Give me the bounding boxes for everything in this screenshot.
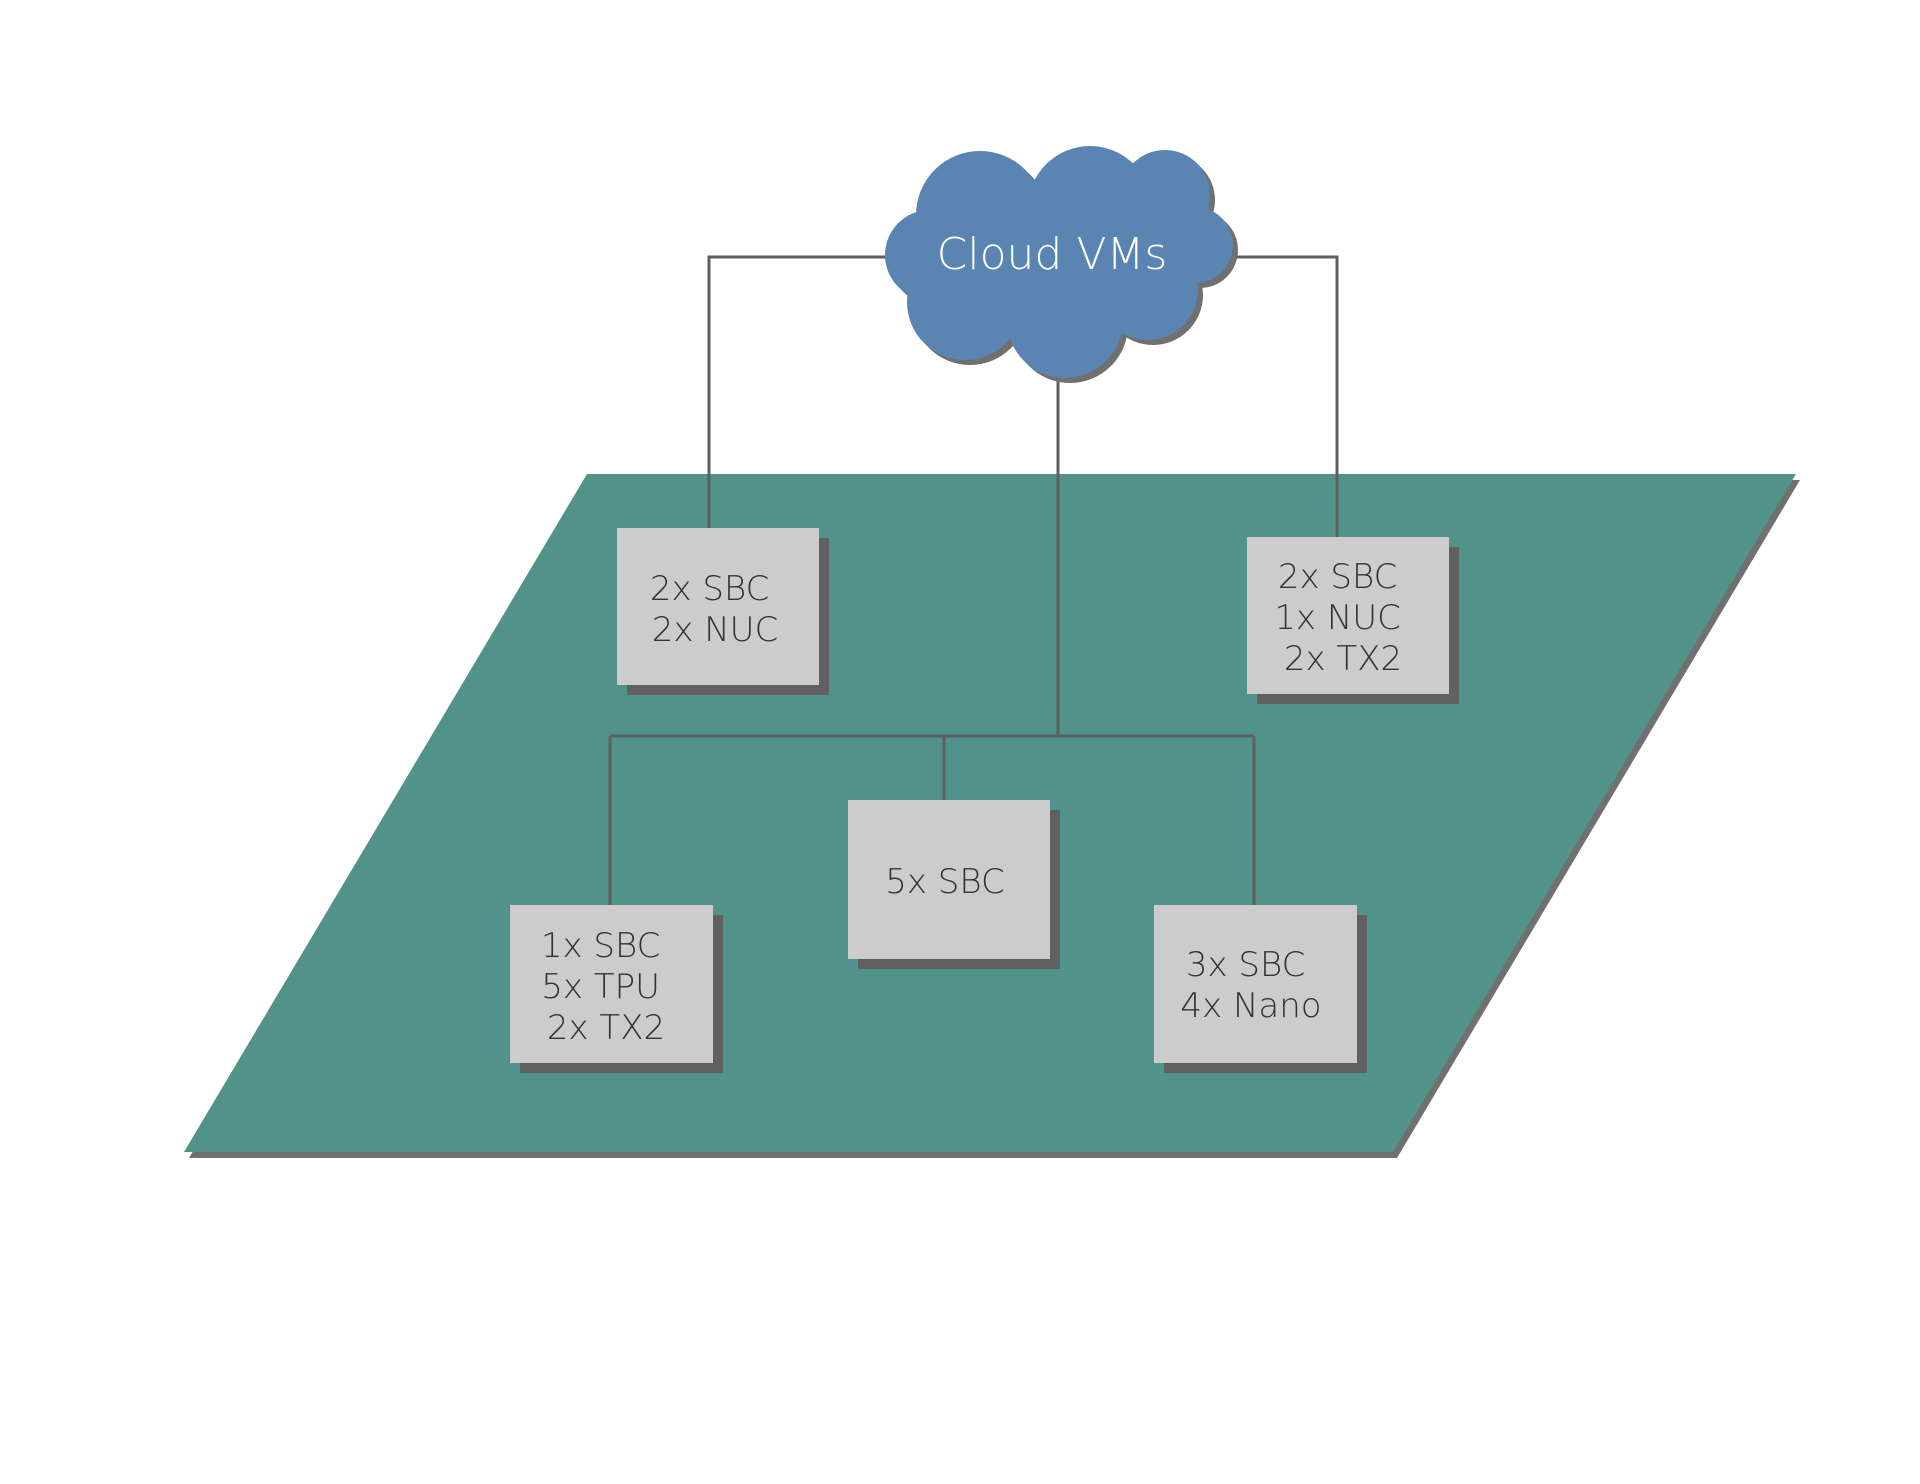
device-node-box — [617, 528, 819, 685]
device-node-box — [510, 905, 713, 1063]
device-node-line: 3x SBC — [1186, 945, 1306, 985]
cloud-label: Cloud VMs — [937, 229, 1168, 280]
device-node-line: 2x SBC — [1278, 557, 1398, 597]
device-node-top-right: 2x SBC 1x NUC 2x TX2 — [1247, 537, 1459, 704]
device-node-box — [1247, 537, 1449, 694]
device-node-bottom-center: 5x SBC — [848, 800, 1060, 969]
device-node-label: 3x SBC 4x Nano — [1180, 945, 1321, 1026]
link-cloud-to-top-left — [707, 255, 888, 534]
device-node-line: 1x SBC — [541, 926, 661, 966]
device-node-line: 2x SBC — [650, 569, 770, 609]
cloud-icon: Cloud VMs — [885, 146, 1238, 383]
device-node-line: 5x SBC — [885, 862, 1005, 902]
device-node-box — [1154, 905, 1357, 1063]
device-node-line: 2x TX2 — [547, 1008, 665, 1048]
cloud-body — [885, 146, 1233, 378]
device-node-label: 1x SBC 5x TPU 2x TX2 — [541, 926, 671, 1048]
device-node-line: 1x NUC — [1274, 598, 1401, 638]
device-node-label: 2x SBC 2x NUC — [650, 569, 780, 650]
device-node-bottom-left: 1x SBC 5x TPU 2x TX2 — [510, 905, 723, 1073]
device-node-label: 2x SBC 1x NUC 2x TX2 — [1274, 557, 1411, 679]
device-node-box — [848, 800, 1050, 959]
device-node-label: 5x SBC — [885, 862, 1005, 902]
device-node-line: 2x TX2 — [1284, 639, 1402, 679]
link-cloud-to-top-right — [1228, 255, 1339, 537]
device-node-bottom-right: 3x SBC 4x Nano — [1154, 905, 1367, 1073]
device-node-top-left: 2x SBC 2x NUC — [617, 528, 829, 695]
device-node-line: 4x Nano — [1180, 986, 1321, 1026]
device-node-line: 5x TPU — [541, 967, 660, 1007]
connection-lines — [608, 255, 1339, 905]
device-node-line: 2x NUC — [652, 610, 779, 650]
